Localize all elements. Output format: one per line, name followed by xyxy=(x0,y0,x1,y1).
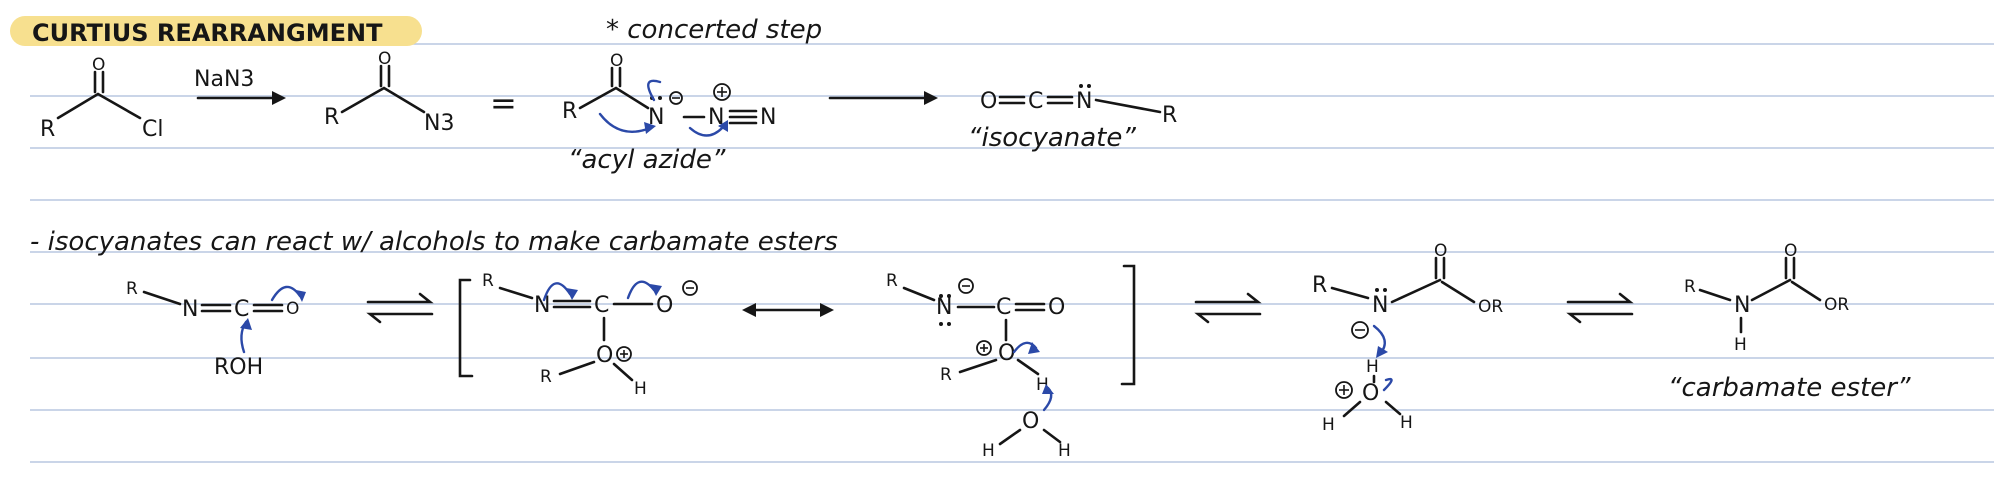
atom-r: R xyxy=(1684,277,1696,297)
curved-arrow xyxy=(647,79,662,102)
atom-cl: Cl xyxy=(142,117,163,142)
atom-or: OR xyxy=(1478,297,1503,317)
atom-r: R xyxy=(1162,103,1177,128)
reagent-label: NaN3 xyxy=(194,67,254,92)
atom-h: H xyxy=(634,379,647,399)
bracket-right xyxy=(1120,264,1136,386)
atom-o: O xyxy=(656,293,673,318)
atom-r: R xyxy=(126,279,138,299)
atom-n: N xyxy=(1372,293,1388,318)
atom-o: O xyxy=(1434,241,1447,261)
atom-c: C xyxy=(996,295,1011,320)
atom-o: O xyxy=(378,49,391,69)
atom-h: H xyxy=(1322,415,1335,435)
carbamate-ester: R N O OR H xyxy=(1684,241,1849,355)
atom-o: O xyxy=(980,89,997,114)
alcohol-roh: ROH xyxy=(214,355,263,380)
atom-n: N xyxy=(1076,89,1092,114)
equilibrium-arrow-2 xyxy=(1194,292,1262,324)
atom-o: O xyxy=(596,343,613,368)
atom-r: R xyxy=(1312,273,1327,298)
atom-h: H xyxy=(1058,441,1071,461)
statement-text: - isocyanates can react w/ alcohols to m… xyxy=(30,227,838,257)
isocyanate-plus-alcohol: R N C O ROH xyxy=(126,279,306,380)
atom-o: O xyxy=(1784,241,1797,261)
atom-c: C xyxy=(594,293,609,318)
equilibrium-arrow-1 xyxy=(366,292,434,324)
atom-h: H xyxy=(1366,357,1379,377)
atom-n: N xyxy=(648,105,664,130)
isocyanate-label: “isocyanate” xyxy=(968,123,1136,153)
acyl-azide-label: “acyl azide” xyxy=(568,145,726,175)
carbamate-ester-label: “carbamate ester” xyxy=(1668,373,1911,403)
atom-c: C xyxy=(1028,89,1043,114)
atom-o: O xyxy=(92,55,105,75)
atom-n: N xyxy=(182,297,198,322)
bracket-left xyxy=(458,278,474,378)
isocyanate: O C N R xyxy=(980,84,1177,128)
atom-o: O xyxy=(1362,381,1379,406)
ruled-lines xyxy=(30,43,1994,463)
page-title: CURTIUS REARRANGMENT xyxy=(32,19,383,47)
atom-o: O xyxy=(286,299,299,319)
atom-h: H xyxy=(982,441,995,461)
atom-h: H xyxy=(1734,335,1747,355)
atom-o: O xyxy=(610,51,623,71)
atom-n: N xyxy=(760,105,776,130)
acyl-azide-resonance: R O N N N xyxy=(562,51,776,137)
atom-r: R xyxy=(540,367,552,387)
intermediate-1: R N C O O R H xyxy=(482,271,698,399)
atom-r: R xyxy=(40,117,55,142)
equals-sign: = xyxy=(490,84,517,122)
atom-o: O xyxy=(1022,409,1039,434)
atom-r: R xyxy=(940,365,952,385)
concerted-step-note: * concerted step xyxy=(606,15,822,45)
atom-r: R xyxy=(482,271,494,291)
atom-n3: N3 xyxy=(424,111,454,136)
title-highlight xyxy=(10,16,422,46)
intermediate-2: R N C O O R H O H H xyxy=(886,271,1071,461)
atom-c: C xyxy=(234,297,249,322)
intermediate-3: R N O OR H O H H xyxy=(1312,241,1503,435)
atom-r: R xyxy=(886,271,898,291)
equilibrium-arrow-3 xyxy=(1566,292,1634,324)
atom-h: H xyxy=(1400,413,1413,433)
atom-r: R xyxy=(324,105,339,130)
curved-arrow xyxy=(598,112,652,133)
acyl-azide-short: R O N3 xyxy=(324,49,454,136)
curved-arrow xyxy=(688,124,726,137)
atom-or: OR xyxy=(1824,295,1849,315)
atom-n: N xyxy=(708,105,724,130)
atom-r: R xyxy=(562,99,577,124)
atom-n: N xyxy=(1734,293,1750,318)
acyl-chloride: O R Cl xyxy=(40,55,163,142)
resonance-arrow xyxy=(742,303,834,317)
atom-o: O xyxy=(998,341,1015,366)
atom-o: O xyxy=(1048,295,1065,320)
atom-n: N xyxy=(534,293,550,318)
atom-n: N xyxy=(936,295,952,320)
